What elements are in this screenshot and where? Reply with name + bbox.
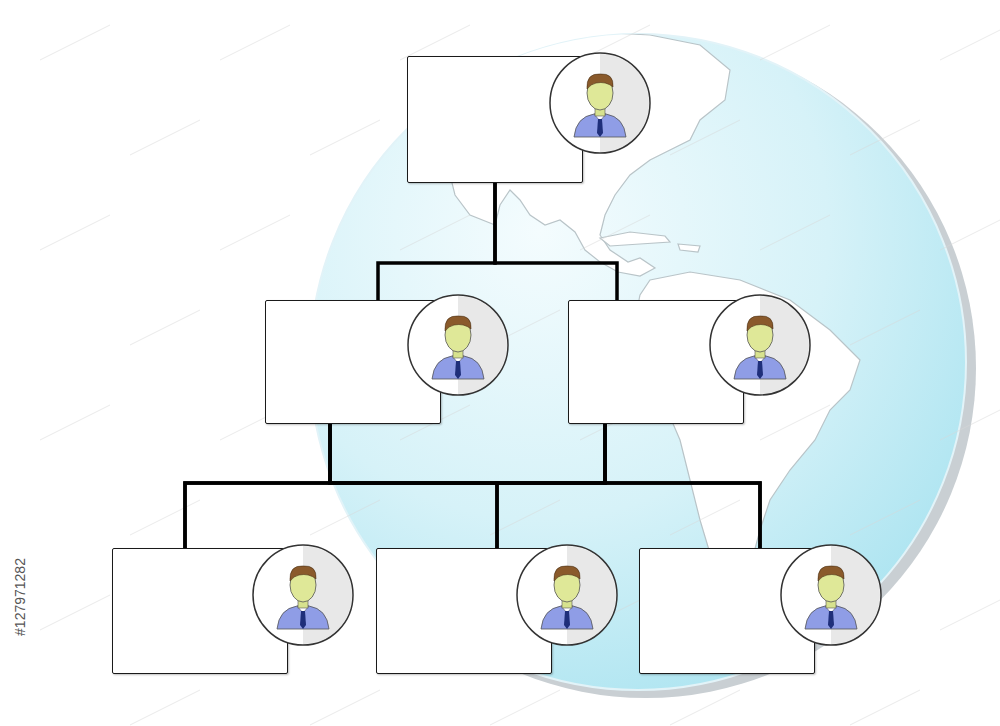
watermark-stroke [400,215,470,250]
person-icon [408,295,508,395]
watermark-stroke [580,215,650,250]
watermark-stroke [40,405,110,440]
caribbean [600,232,670,246]
watermark-stroke [850,690,920,725]
watermark-pattern [40,25,1000,725]
watermark-stroke [760,215,830,250]
watermark-stroke [940,405,1000,440]
watermark-stroke [670,120,740,155]
org-connector [497,424,605,548]
watermark-stroke [490,690,560,725]
person-icon [550,53,650,153]
watermark-stroke [760,25,830,60]
watermark-stroke [850,310,920,345]
watermark-stroke [490,310,560,345]
watermark-id: #127971282 [12,558,28,636]
org-connector [605,424,760,548]
watermark-stroke [130,500,200,535]
watermark-stroke [940,25,1000,60]
watermark-stroke [130,310,200,345]
person-box [265,300,441,424]
watermark-stroke [40,215,110,250]
person-box [376,548,552,674]
watermark-stroke [850,120,920,155]
person-box [568,300,744,424]
watermark-stroke [310,690,380,725]
org-connector [330,424,497,548]
watermark-stroke [670,690,740,725]
watermark-stroke [130,690,200,725]
watermark-stroke [850,500,920,535]
watermark-stroke [760,405,830,440]
org-connector [185,424,605,548]
watermark-stroke [220,215,290,250]
person-box [407,56,583,183]
caribbean-2 [678,244,700,252]
watermark-stroke [400,25,470,60]
watermark-stroke [130,120,200,155]
person-icon [253,545,353,645]
watermark-stroke [940,215,1000,250]
watermark-stroke [220,25,290,60]
person-icon [710,295,810,395]
org-connector [185,424,330,548]
org-connector [495,183,617,300]
person-icon [517,545,617,645]
watermark-stroke [310,120,380,155]
org-connector [330,424,760,548]
person-box [112,548,288,674]
watermark-stroke [670,500,740,535]
watermark-stroke [940,595,1000,630]
watermark-stroke [40,595,110,630]
watermark-stroke [40,25,110,60]
person-icon [781,545,881,645]
watermark-stroke [580,25,650,60]
person-box [639,548,815,674]
watermark-stroke [490,500,560,535]
org-connector [378,183,495,300]
watermark-stroke [310,500,380,535]
